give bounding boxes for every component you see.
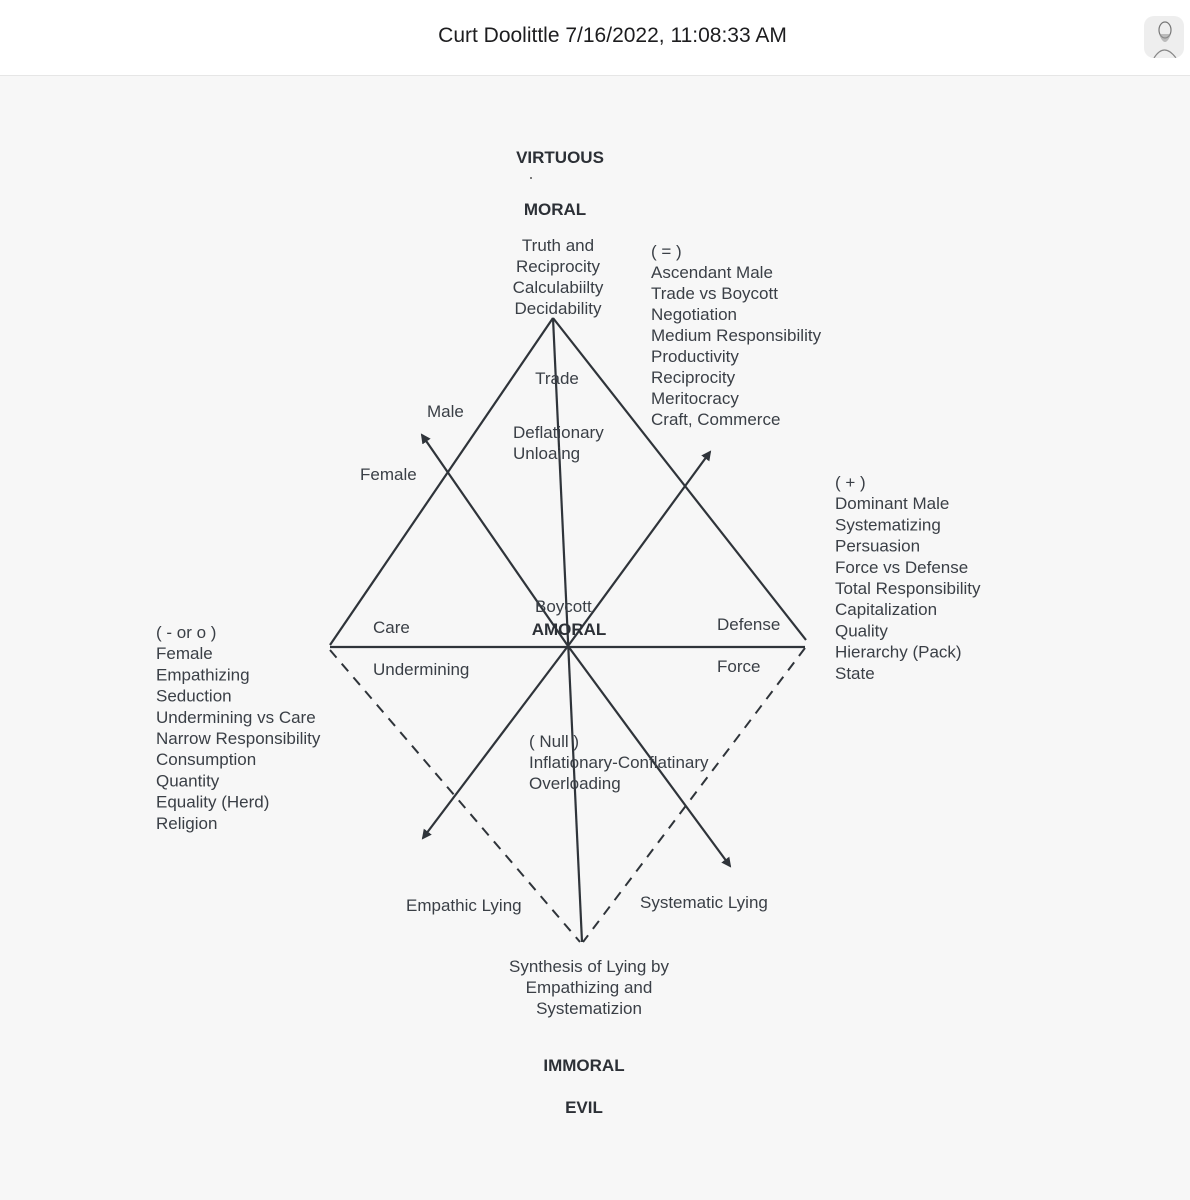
minus-block-line: Equality (Herd) [156, 793, 269, 812]
synthesis-block: Synthesis of Lying by Empathizing andSyst… [509, 957, 670, 1018]
avatar-portrait-icon [1153, 21, 1177, 58]
label-moral: MORAL [524, 200, 586, 219]
vertical-axis [551, 317, 584, 943]
equal-block-line: Ascendant Male [651, 263, 773, 282]
plus-block-line: Systematizing [835, 515, 941, 534]
synthesis-block-line: Systematizion [536, 999, 642, 1018]
label-force: Force [717, 657, 760, 676]
label-immoral: IMMORAL [543, 1056, 624, 1075]
equal-block-line: Negotiation [651, 305, 737, 324]
equal-block-line: Meritocracy [651, 389, 739, 408]
equal-block-line: Medium Responsibility [651, 326, 822, 345]
dot-mark [530, 177, 532, 179]
label-care: Care [373, 618, 410, 637]
minus-block-line: Narrow Responsibility [156, 729, 321, 748]
apex-block-line: Truth and [522, 236, 594, 255]
label-amoral: AMORAL [532, 620, 607, 639]
null-block: ( Null ) Inflationary-ConflatinaryOverloa… [529, 732, 709, 793]
plus-block: ( + ) Dominant MaleSystematizingPersuasio… [835, 473, 981, 683]
plus-block-line: Capitalization [835, 600, 937, 619]
arrow-empathic-lying [421, 645, 569, 840]
equal-block-line: Productivity [651, 347, 739, 366]
label-boycott: Boycott [535, 597, 592, 616]
plus-block-line: Dominant Male [835, 494, 949, 513]
plus-block-line: Total Responsibility [835, 579, 981, 598]
triangle-left-edge [329, 317, 554, 646]
equal-block-line: ( = ) [651, 242, 682, 261]
plus-block-line: State [835, 664, 875, 683]
null-block-line: Inflationary-Conflatinary [529, 753, 709, 772]
minus-block-line: Empathizing [156, 665, 250, 684]
arrow-systematic-lying [567, 645, 732, 868]
minus-block-line: Religion [156, 814, 217, 833]
plus-block-line: Hierarchy (Pack) [835, 643, 962, 662]
triangle-lines [329, 317, 807, 943]
null-block-line: ( Null ) [529, 732, 579, 751]
arrow-ascendant [567, 450, 712, 647]
equal-block-line: Craft, Commerce [651, 410, 780, 429]
label-male: Male [427, 402, 464, 421]
apex-block-line: Decidability [515, 299, 602, 318]
apex-block-line: Calculabiilty [513, 278, 604, 297]
header-bar: Curt Doolittle 7/16/2022, 11:08:33 AM [0, 0, 1190, 76]
plus-block-line: Quality [835, 621, 888, 640]
deflationary-block-line: Deflationary [513, 423, 604, 442]
triangle-right-edge [552, 317, 807, 641]
minus-block-line: Consumption [156, 750, 256, 769]
plus-block-line: Persuasion [835, 537, 920, 556]
label-evil: EVIL [565, 1098, 603, 1117]
minus-block-line: Quantity [156, 771, 220, 790]
equal-block-line: Trade vs Boycott [651, 284, 778, 303]
apex-block: Truth andReciprocityCalculabiiltyDecidab… [513, 236, 604, 318]
minus-block-line: ( - or o ) [156, 623, 216, 642]
null-block-line: Overloading [529, 774, 621, 793]
synthesis-block-line: Synthesis of Lying by [509, 957, 670, 976]
deflationary-block-line: Unloaing [513, 444, 580, 463]
synthesis-block-line: Empathizing and [526, 978, 653, 997]
label-systematic-lying: Systematic Lying [640, 893, 768, 912]
plus-block-line: ( + ) [835, 473, 866, 492]
minus-block-line: Female [156, 644, 213, 663]
label-undermining: Undermining [373, 660, 469, 679]
label-defense: Defense [717, 615, 780, 634]
equal-block-line: Reciprocity [651, 368, 736, 387]
avatar[interactable] [1144, 16, 1184, 58]
label-trade: Trade [535, 369, 579, 388]
minus-block-line: Undermining vs Care [156, 708, 316, 727]
plus-block-line: Force vs Defense [835, 558, 968, 577]
minus-block: ( - or o ) FemaleEmpathizingSeductionUnde… [156, 623, 321, 833]
arrow-male [420, 433, 569, 647]
apex-block-line: Reciprocity [516, 257, 601, 276]
post-title: Curt Doolittle 7/16/2022, 11:08:33 AM [438, 24, 787, 47]
label-female: Female [360, 465, 417, 484]
label-empathic-lying: Empathic Lying [406, 896, 522, 915]
label-virtuous: VIRTUOUS [516, 148, 604, 167]
minus-block-line: Seduction [156, 687, 232, 706]
dashed-right-edge [582, 647, 806, 943]
